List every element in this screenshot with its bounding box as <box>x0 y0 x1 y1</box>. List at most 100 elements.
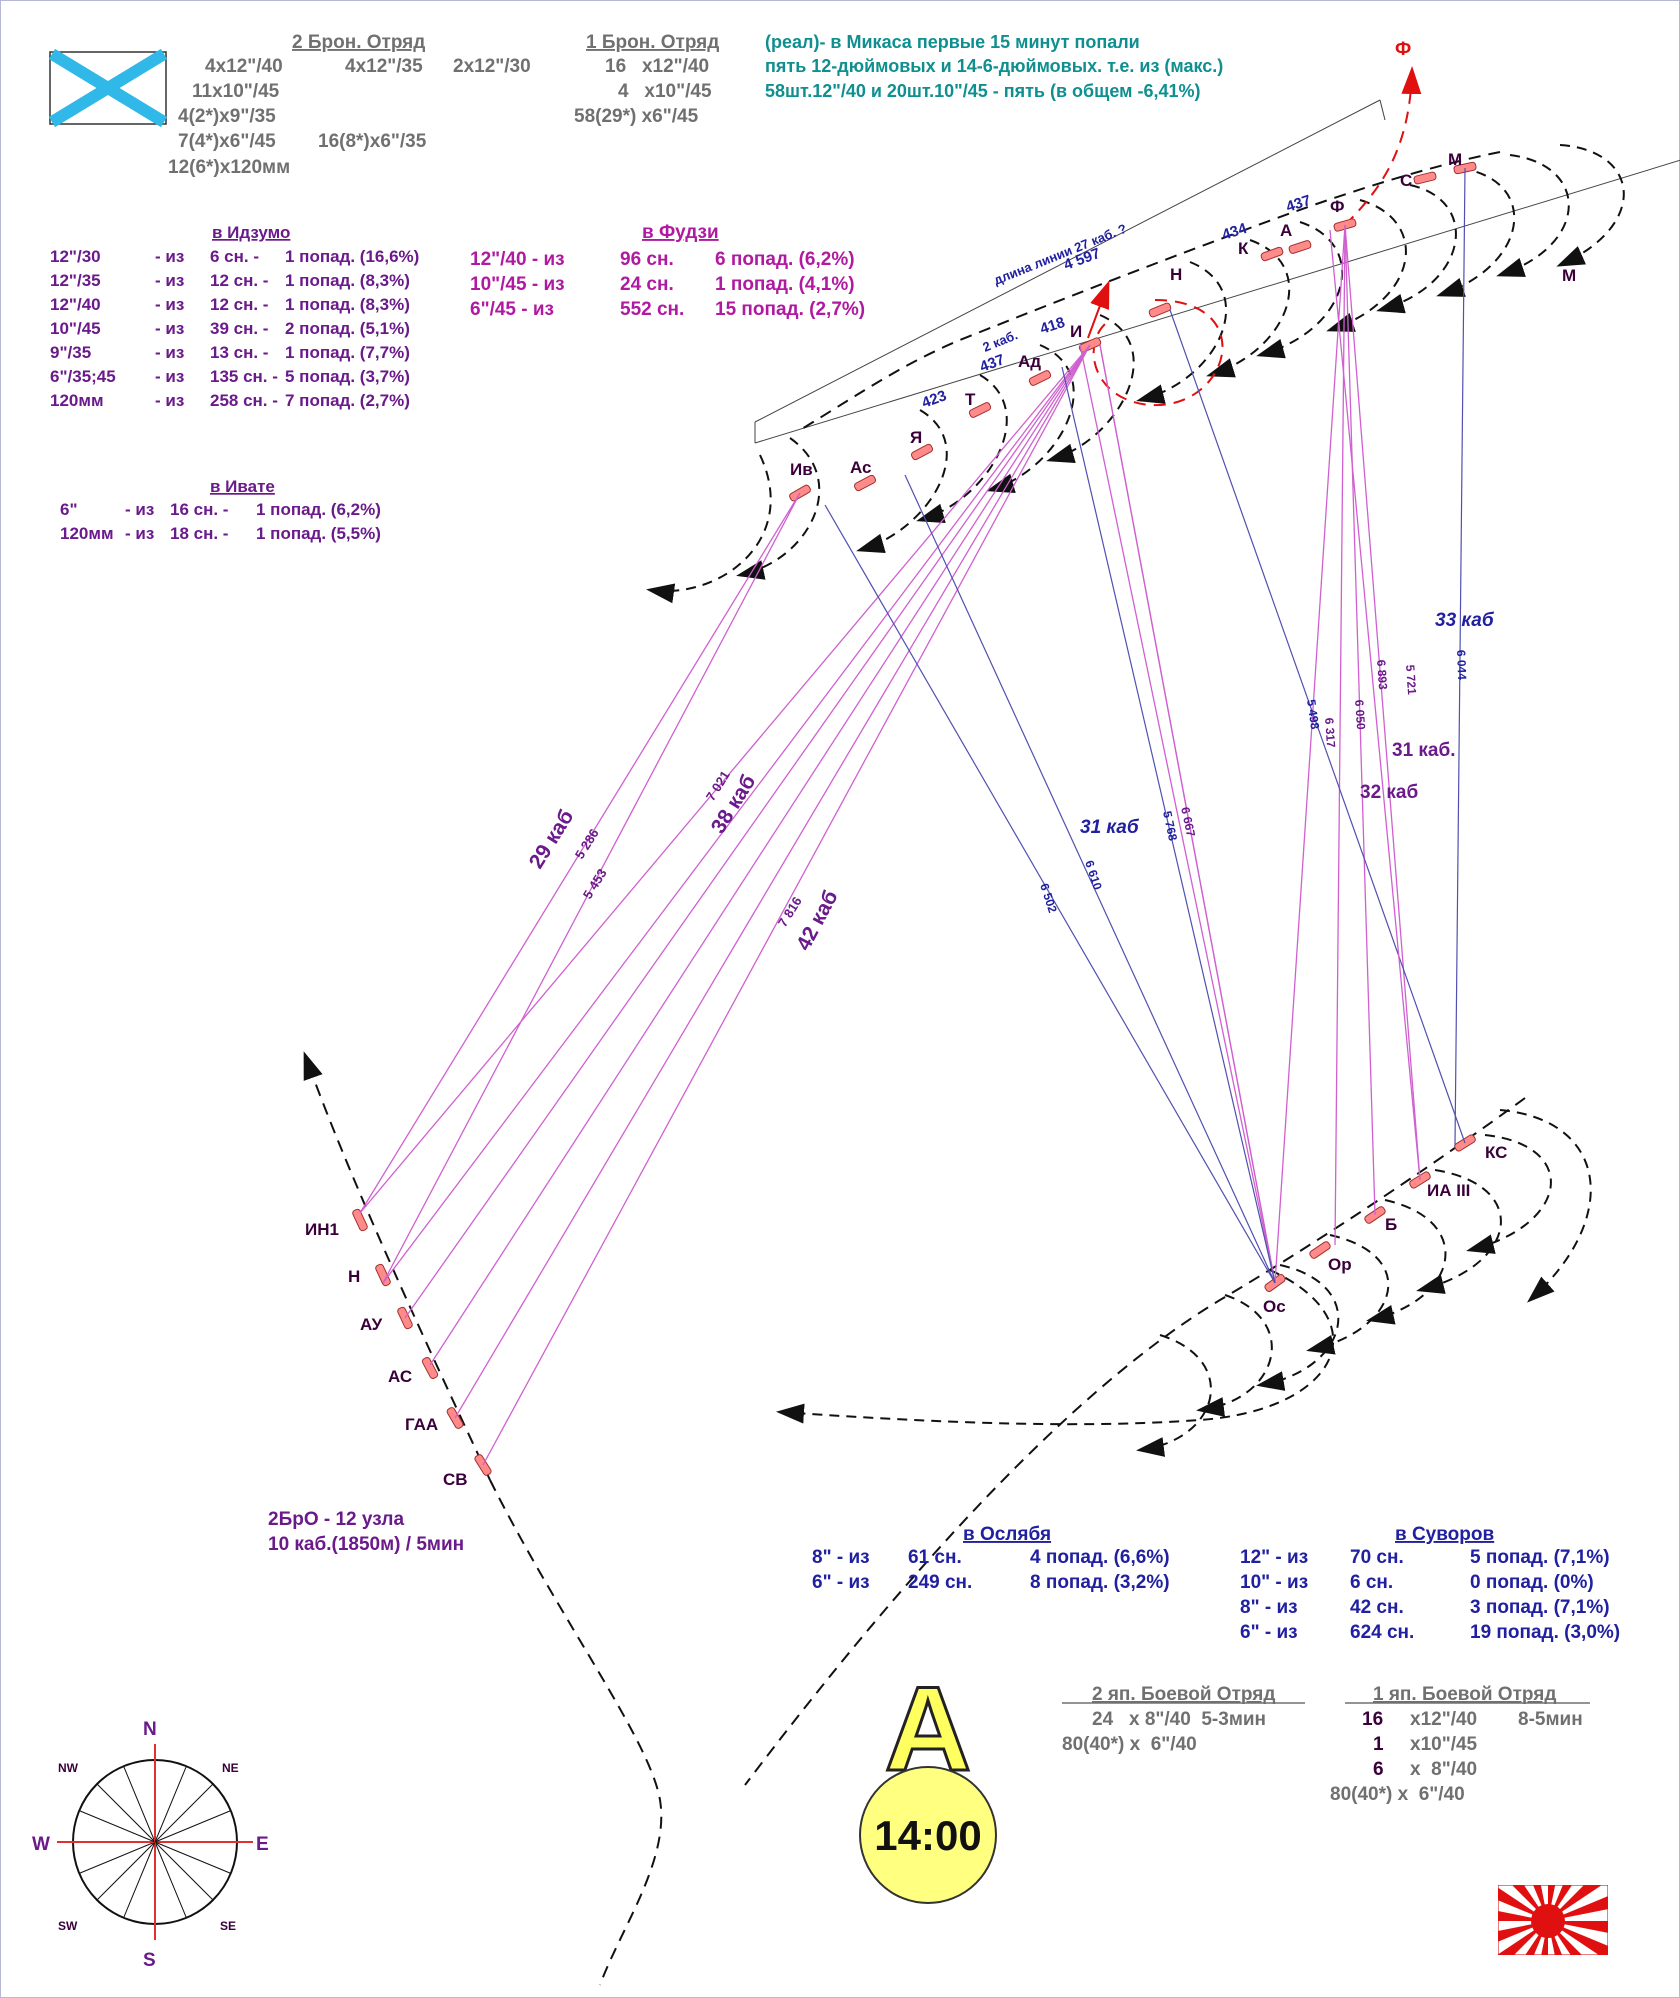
izumo-cal: 6"/35;45 <box>50 367 116 386</box>
jap1-l1b: x12"/40 <box>1410 1709 1477 1730</box>
squadron1-l3: 58(29*) x6"/45 <box>574 106 699 127</box>
izumo-hits: 5 попад. (3,7%) <box>285 367 410 386</box>
izumo-from: - из <box>155 271 184 290</box>
izumo-from: - из <box>155 391 184 410</box>
squadron1-title: 1 Брон. Отряд <box>586 32 719 53</box>
rus1-0-label: КС <box>1485 1143 1507 1162</box>
izumo-shots: 6 сн. - <box>210 247 259 266</box>
range-31kab-a: 31 каб <box>1080 817 1140 838</box>
rus1-2-label: Б <box>1385 1215 1397 1234</box>
range-5498: 5 498 <box>1304 698 1322 730</box>
bro2-note: 2БрО - 12 узла 10 каб.(1850м) / 5мин <box>268 1509 464 1555</box>
real-hits-note: (реал)- в Микаса первые 15 минут попали … <box>765 32 1223 101</box>
iwate-from: - из <box>125 500 154 519</box>
firing-lines <box>359 167 1466 1466</box>
rus2-3-label: АС <box>388 1367 412 1386</box>
line-length-note: длина линии 27 каб. ? <box>992 221 1129 288</box>
dist-418: 418 <box>1038 314 1067 338</box>
jap2-title: 2 яп. Боевой Отряд <box>1092 1684 1275 1705</box>
squadron2-l4a: 7(4*)x6"/45 <box>178 131 276 152</box>
jap-5-label: Н <box>1170 265 1182 284</box>
time-label: 14:00 <box>874 1812 981 1859</box>
jap1-l2b: x10"/45 <box>1410 1734 1478 1755</box>
squadron2-title: 2 Брон. Отряд <box>292 32 425 53</box>
range-42kab: 42 каб <box>792 887 843 955</box>
izumo-shots: 13 сн. - <box>210 343 268 362</box>
compass-spoke <box>123 1766 156 1843</box>
range-29kab: 29 каб <box>525 806 579 873</box>
jap-10-label: Ас <box>850 458 872 477</box>
squadron1-block: 1 Брон. Отряд 16 x12"/40 4 x10"/45 58(29… <box>574 32 719 127</box>
fuji-turn-label: Ф <box>1395 39 1411 60</box>
oslyabya-shots: 249 сн. <box>908 1572 972 1593</box>
fuji-cal: 6"/45 - из <box>470 299 554 320</box>
rus2-5-label: СВ <box>443 1470 468 1489</box>
jap-1-label: С <box>1400 171 1412 190</box>
jap2-block: 2 яп. Боевой Отряд 24 x 8"/40 5-3мин 80(… <box>1062 1684 1305 1755</box>
compass-spoke <box>154 1766 187 1843</box>
izumo-shots: 39 сн. - <box>210 319 268 338</box>
real-note-l2: пять 12-дюймовых и 14-6-дюймовых. т.е. и… <box>765 56 1223 76</box>
compass-spoke <box>154 1783 214 1843</box>
rus1-3-label: Ор <box>1328 1255 1352 1274</box>
izumo-hits: 1 попад. (8,3%) <box>285 295 410 314</box>
compass-se: SE <box>220 1919 236 1933</box>
suvorov-cal: 8" - из <box>1240 1597 1298 1618</box>
range-7816: 7 816 <box>775 894 805 930</box>
izumo-hits: 2 попад. (5,1%) <box>285 319 410 338</box>
rus2-1-label: Н <box>348 1267 360 1286</box>
oslyabya-hits: 8 попад. (3,2%) <box>1030 1572 1170 1593</box>
jap1-l1c: 8-5мин <box>1518 1709 1583 1730</box>
compass-nw: NW <box>58 1761 79 1775</box>
jap-6-label: И <box>1070 322 1082 341</box>
izumo-from: - из <box>155 367 184 386</box>
jap2-l1: 24 x 8"/40 5-3мин <box>1092 1709 1266 1730</box>
iwate-shots: 16 сн. - <box>170 500 228 519</box>
rus1-4-label: Ос <box>1263 1297 1286 1316</box>
izumo-shots: 12 сн. - <box>210 295 268 314</box>
jap1-l3a: 6 <box>1373 1759 1384 1780</box>
rus1-3-ship-icon <box>1309 1241 1331 1259</box>
rus2-2-label: АУ <box>360 1315 383 1334</box>
bro2-note-l2: 10 каб.(1850м) / 5мин <box>268 1534 464 1555</box>
compass-e: E <box>256 1834 269 1855</box>
squadron2-l2: 11x10"/45 <box>192 81 280 102</box>
suvorov-shots: 70 сн. <box>1350 1547 1404 1568</box>
compass-spoke <box>154 1841 187 1918</box>
jap-11-label: Ив <box>790 460 813 479</box>
phase-marker: А 14:00 <box>859 1661 997 1904</box>
compass-spoke <box>123 1841 156 1918</box>
iwate-hits: 1 попад. (6,2%) <box>256 500 381 519</box>
compass-w: W <box>32 1834 50 1855</box>
range-31kab-b: 31 каб. <box>1392 740 1456 761</box>
jap-5-ship-icon <box>1148 302 1172 318</box>
iwate-hits: 1 попад. (5,5%) <box>256 524 381 543</box>
compass-spoke <box>154 1810 231 1843</box>
izumo-cal: 120мм <box>50 391 104 410</box>
jap-3-ship-icon <box>1288 240 1312 254</box>
izumo-cal: 12"/35 <box>50 271 101 290</box>
fuji-shots: 96 сн. <box>620 249 674 270</box>
real-note-l1: (реал)- в Микаса первые 15 минут попали <box>765 32 1140 52</box>
real-note-l3: 58шт.12"/40 и 20шт.10"/45 - пять (в обще… <box>765 81 1200 101</box>
range-6667: 6 667 <box>1178 806 1198 839</box>
oslyabya-cal: 8" - из <box>812 1547 870 1568</box>
squadron2-block: 2 Брон. Отряд 4x12"/40 4x12"/35 2x12"/30… <box>168 32 531 178</box>
fuji-cal: 10"/45 - из <box>470 274 565 295</box>
compass-spoke <box>96 1841 156 1901</box>
oslyabya-title: в Ослябя <box>963 1524 1051 1545</box>
fuji-shots: 24 сн. <box>620 274 674 295</box>
bro2-note-l1: 2БрО - 12 узла <box>268 1509 404 1530</box>
izumo-shots: 12 сн. - <box>210 271 268 290</box>
iwate-cal: 6" <box>60 500 78 519</box>
rus2-3-ship-icon <box>421 1356 439 1380</box>
range-5286: 5 286 <box>572 826 602 862</box>
iwate-shots: 18 сн. - <box>170 524 228 543</box>
oslyabya-cal: 6" - из <box>812 1572 870 1593</box>
compass-spoke <box>79 1810 156 1843</box>
iwate-cal: 120мм <box>60 524 114 543</box>
